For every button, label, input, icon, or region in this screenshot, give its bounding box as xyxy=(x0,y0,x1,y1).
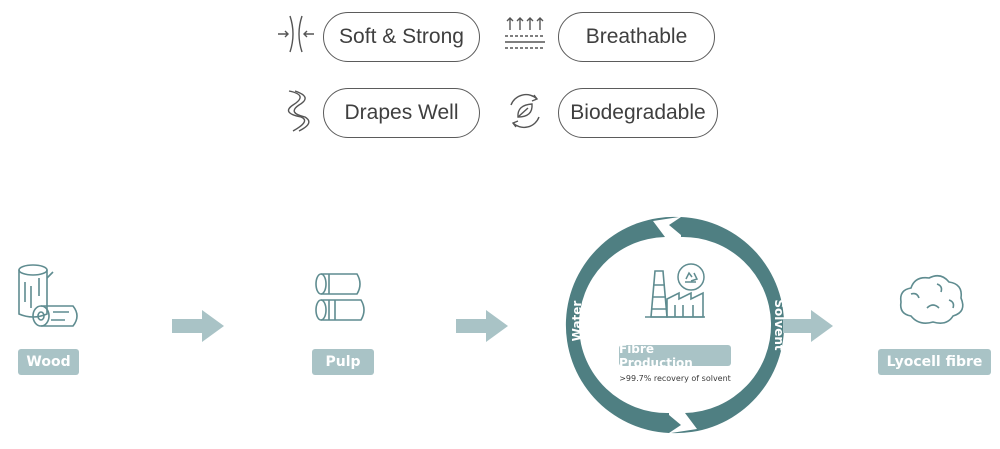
property-biodegradable: Biodegradable xyxy=(558,88,718,138)
step-label-lyocell-fibre: Lyocell fibre xyxy=(878,349,991,375)
cycle-left-label: Water xyxy=(570,300,584,342)
flow-arrow-1 xyxy=(172,310,224,342)
wood-logs-icon xyxy=(18,264,78,327)
pulp-rolls-icon xyxy=(315,273,365,321)
step-label-wood: Wood xyxy=(18,349,79,375)
flow-arrow-3 xyxy=(783,310,833,342)
flow-arrow-2 xyxy=(456,310,508,342)
factory-icon xyxy=(645,270,705,318)
cycle-center-label: Fibre Production xyxy=(619,342,731,370)
property-drapes-well: Drapes Well xyxy=(323,88,480,138)
property-soft-strong: Soft & Strong xyxy=(323,12,480,62)
breathable-arrows-icon xyxy=(505,17,545,49)
property-breathable: Breathable xyxy=(558,12,715,62)
step-label-pulp: Pulp xyxy=(312,349,374,375)
production-cycle-ring xyxy=(565,216,785,434)
property-label: Breathable xyxy=(585,25,688,48)
property-label: Drapes Well xyxy=(344,101,459,124)
recycle-icon xyxy=(677,263,705,291)
fibre-compress-icon xyxy=(278,15,314,53)
drape-ribbon-icon xyxy=(287,90,310,132)
fibre-cloud-icon xyxy=(899,274,964,324)
cycle-center-note: >99.7% recovery of solvent xyxy=(619,374,731,383)
property-label: Biodegradable xyxy=(570,101,706,124)
property-label: Soft & Strong xyxy=(339,25,464,48)
leaf-cycle-icon xyxy=(510,93,540,129)
